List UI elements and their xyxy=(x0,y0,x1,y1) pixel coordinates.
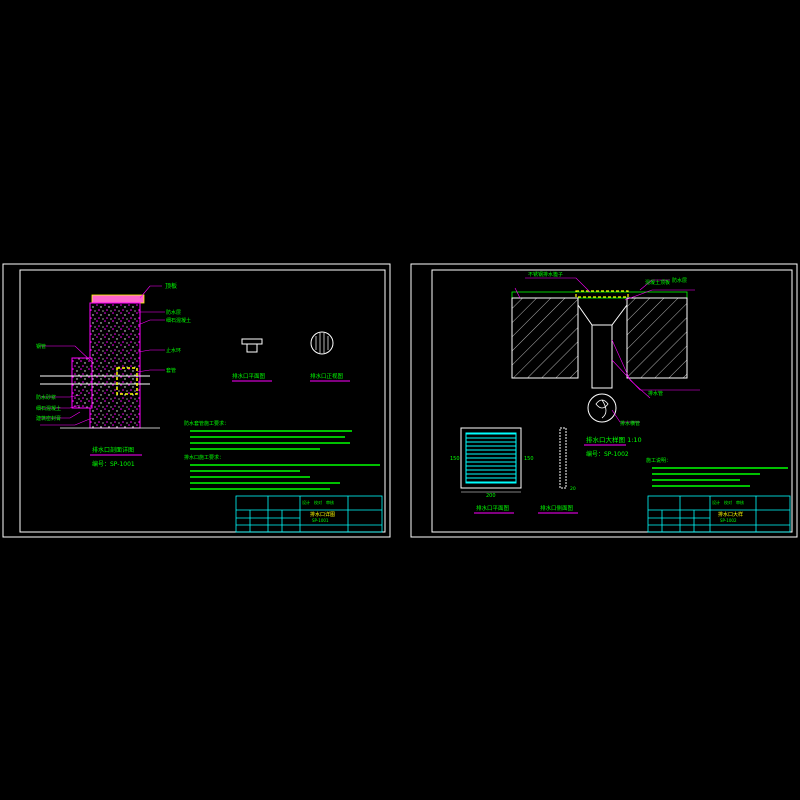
left-notes-heading-2: 排水口施工要求： xyxy=(184,454,224,461)
left-small-round-grate xyxy=(310,331,334,355)
sheet-left-inner-frame xyxy=(19,269,386,533)
right-notes-lines xyxy=(652,467,788,487)
right-title-block-cell-3: 审核 xyxy=(736,499,744,505)
left-callout-left-4: 建筑密封膏 xyxy=(36,415,61,422)
sheet-left-outer-frame xyxy=(2,263,391,538)
right-title-block xyxy=(647,495,791,533)
grate-side-dim: 20 xyxy=(570,486,576,492)
right-title-block-no: SP-1002 xyxy=(720,518,737,523)
left-title-block-cell-2: 校对 xyxy=(314,499,322,505)
sheet-right-inner-frame xyxy=(431,269,793,533)
left-small-round-grate-bars xyxy=(315,333,329,353)
left-notes-heading-1: 防水套管施工要求： xyxy=(184,420,229,427)
right-sub-caption-2: 排水口侧面图 xyxy=(540,504,574,512)
right-notes-heading: 施工说明： xyxy=(646,457,671,464)
leaders-left xyxy=(40,285,165,426)
wall-section-body xyxy=(89,302,141,429)
slab-top-layer xyxy=(511,291,688,299)
grate-side-view xyxy=(559,427,567,489)
left-callout-left-2: 防水砂浆 xyxy=(36,394,56,401)
left-title-block-name: 排水口详图 xyxy=(310,511,335,518)
left-callout-right-4: 套管 xyxy=(166,367,176,374)
right-main-code: 编号：SP-1002 xyxy=(586,450,629,458)
left-callout-right-3: 止水环 xyxy=(166,347,181,354)
left-title-block-cell-3: 审核 xyxy=(326,499,334,505)
grate-plan-inner xyxy=(465,432,517,484)
sheet-left: 顶板 防水层 细石混凝土 止水环 套管 钢管 防水砂浆 细石混凝土 建筑密封膏 … xyxy=(2,263,391,538)
right-callout-right-2: 防水层 xyxy=(672,277,687,284)
sheet-right-outer-frame xyxy=(410,263,798,538)
right-title-block-cell-2: 校对 xyxy=(724,499,732,505)
left-notes-lines-1 xyxy=(190,430,352,450)
left-title-block-no: SP-1001 xyxy=(312,518,329,523)
right-title-block-cell-1: 设计 xyxy=(712,499,720,505)
left-callout-left-3: 细石混凝土 xyxy=(36,405,61,412)
left-callout-top: 顶板 xyxy=(165,282,177,290)
left-title-block-cell-1: 设计 xyxy=(302,499,310,505)
right-title-block-name: 排水口大样 xyxy=(718,511,743,518)
grate-dim-height-left: 150 xyxy=(450,456,460,462)
left-notes-lines-2 xyxy=(190,464,380,490)
grate-in-slab xyxy=(575,290,629,298)
left-sub-caption-2: 排水口正视图 xyxy=(310,372,344,380)
left-small-cap-symbol xyxy=(241,338,263,353)
sheet-right: 不锈钢排水篦子 混凝土顶板 防水层 排水管 排水横管 排水口大样图 1:10 编… xyxy=(410,263,798,538)
right-main-caption: 排水口大样图 1:10 xyxy=(586,435,642,444)
left-callout-right-2: 细石混凝土 xyxy=(166,317,191,324)
trap-bend-swirl xyxy=(595,399,609,419)
left-sub-caption-1: 排水口平面图 xyxy=(232,372,266,380)
slab-left-block xyxy=(511,297,579,379)
grate-dim-width: 200 xyxy=(486,493,496,499)
right-callout-right-1: 混凝土顶板 xyxy=(645,279,670,286)
trap-bend xyxy=(587,393,617,423)
vertical-drain-pipe xyxy=(591,324,613,389)
sleeve-flange xyxy=(116,367,138,395)
wall-section-lower-left xyxy=(71,357,93,409)
funnel-outlet xyxy=(577,304,628,326)
wall-section-coping xyxy=(91,294,145,304)
right-callout-top: 不锈钢排水篦子 xyxy=(528,271,563,278)
left-main-caption: 排水口剖面详图 xyxy=(92,446,134,454)
right-sub-caption-1: 排水口平面图 xyxy=(476,504,510,512)
left-callout-left-1: 钢管 xyxy=(36,343,46,350)
grate-dim-height-right: 150 xyxy=(524,456,534,462)
slab-right-block xyxy=(626,297,688,379)
right-callout-right-3: 排水管 xyxy=(648,390,663,397)
leaders-right xyxy=(514,277,700,423)
left-main-code: 编号：SP-1001 xyxy=(92,460,135,468)
left-title-block xyxy=(235,495,383,533)
left-callout-right-1: 防水层 xyxy=(166,309,181,316)
right-callout-pipe: 排水横管 xyxy=(620,420,640,427)
grate-plan-outer xyxy=(460,427,522,489)
